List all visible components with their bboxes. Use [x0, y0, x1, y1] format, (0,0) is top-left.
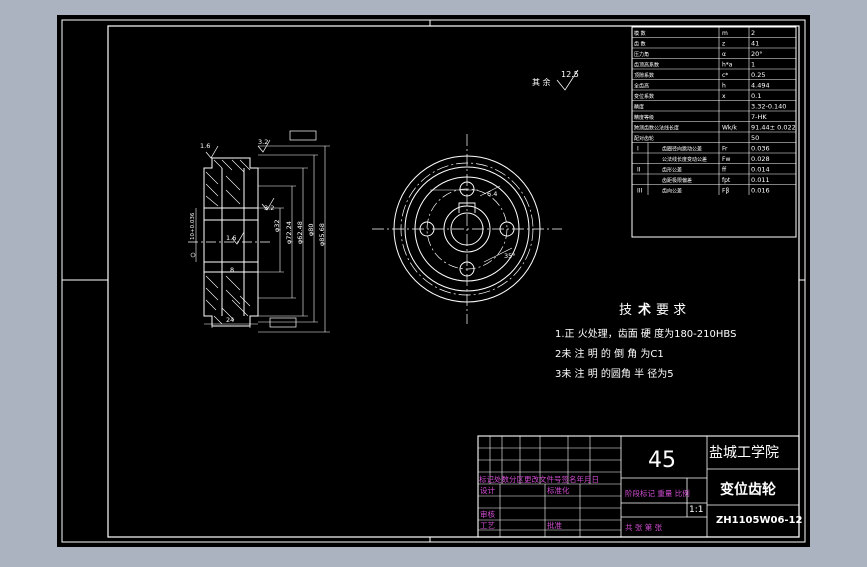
param-symbol: m [722, 30, 728, 37]
drawing-number: ZH1105W06-12 [716, 515, 803, 526]
tech-req-title-b: 术 [637, 302, 651, 318]
param-value: 2 [751, 29, 755, 37]
dim-ra-bore: 1.6 [226, 234, 236, 242]
dim-chamfer-left: 1.6 [200, 142, 210, 150]
group-param-value: 0.016 [751, 187, 770, 195]
dim-width: 24 [226, 316, 234, 324]
param-symbol: Wk/k [722, 125, 737, 132]
title-review: 审核 [480, 509, 495, 519]
dim-d5: φ85.68 [318, 223, 326, 246]
title-header-row: 标记处数分区更改文件号签名年月日 [479, 474, 599, 484]
param-name: 变位系数 [634, 93, 654, 100]
material-label: 45 [648, 448, 676, 473]
parameter-table: 模 数 m 2 齿 数 z 41 压力角 α 20° 齿顶高系数 h*a 1 顶隙系数 c* 0.25 全齿高… [631, 26, 797, 238]
dim-keyway: 8 [230, 266, 234, 274]
title-block [477, 435, 800, 538]
inner-frame [107, 25, 800, 538]
title-stage: 阶段标记 重量 比例 [625, 488, 690, 498]
param-name: 齿 数 [634, 41, 646, 48]
param-symbol: h*a [722, 62, 733, 69]
group-label: III [637, 188, 643, 195]
title-designer: 设计 [480, 485, 495, 495]
front-view[interactable] [372, 134, 562, 324]
section-view[interactable] [188, 130, 330, 333]
title-sheets: 共 张 第 张 [625, 522, 663, 532]
param-symbol: c* [722, 72, 728, 79]
group-label: II [637, 167, 641, 174]
centering-marks [62, 20, 805, 542]
param-name: 精度 [634, 104, 644, 111]
param-value: 20° [751, 50, 763, 58]
group-param-name: 齿距极限偏差 [662, 177, 692, 184]
group-param-value: 0.036 [751, 145, 770, 153]
dim-angle: 35° [504, 252, 516, 260]
param-value: 0.25 [751, 71, 765, 79]
dim-d3: φ62.48 [296, 221, 304, 244]
param-name: 跨测齿数公法线长度 [634, 125, 679, 132]
param-name: 精度等级 [634, 114, 654, 121]
param-name: 配对齿轮 [634, 135, 654, 142]
dim-d2: φ72.24 [285, 221, 293, 244]
section-view-dimensions: 1.6 3.2 24 1.6 3.2 8 φ32 φ72.24 φ62.48 φ… [190, 138, 326, 324]
param-name: 压力角 [634, 51, 649, 58]
group-param-symbol: ff [722, 167, 727, 174]
param-name: 模 数 [634, 30, 646, 37]
param-value: 3.32-0.140 [751, 103, 786, 111]
param-name: 顶隙系数 [634, 72, 654, 79]
group-param-name: 齿向公差 [662, 188, 682, 195]
group-param-symbol: Fw [722, 156, 730, 163]
dim-d4: φ80 [307, 223, 315, 236]
group-param-value: 0.011 [751, 176, 770, 184]
group-param-symbol: fpt [722, 177, 731, 184]
dim-left: 10+0.036 [190, 212, 196, 240]
dim-hole: 6.4 [487, 190, 497, 198]
param-symbol: α [722, 51, 726, 58]
dim-ra-hub: 3.2 [264, 204, 274, 212]
tech-req-title-a: 技 [619, 303, 632, 318]
tech-req-title-c: 要 求 [656, 303, 686, 318]
param-value: 7-HK [751, 113, 767, 121]
param-value: 41 [751, 40, 759, 48]
param-value: 1 [751, 61, 755, 69]
group-param-name: 公法线长度变动公差 [662, 156, 707, 163]
school-name: 盐城工学院 [709, 445, 779, 461]
group-param-symbol: Fβ [722, 188, 729, 195]
roughness-value: 12.5 [561, 70, 579, 79]
part-name: 变位齿轮 [720, 481, 776, 498]
param-value: 4.494 [751, 82, 770, 90]
tech-req-item-3: 3未 注 明 的圆角 半 径为5 [555, 367, 674, 380]
param-name: 全齿高 [634, 83, 649, 90]
dim-chamfer-top: 3.2 [258, 138, 268, 146]
group-param-name: 齿圈径向跳动公差 [662, 146, 702, 153]
group-param-name: 齿形公差 [662, 167, 682, 174]
title-process: 工艺 [480, 521, 495, 530]
param-symbol: h [722, 83, 726, 90]
group-param-value: 0.028 [751, 155, 770, 163]
tech-req-item-2: 2未 注 明 的 倒 角 为C1 [555, 347, 664, 360]
technical-requirements: 技 术 要 求 1.正 火处理，齿面 硬 度为180-210HBS 2未 注 明… [555, 302, 736, 380]
title-block-text: 45 盐城工学院 变位齿轮 ZH1105W06-12 1:1 标记处数分区更改文… [479, 445, 803, 532]
param-value: 50 [751, 134, 759, 142]
group-label: I [637, 146, 639, 153]
group-param-value: 0.014 [751, 166, 770, 174]
title-approve: 批准 [547, 520, 562, 530]
dim-d1: φ32 [273, 219, 281, 232]
outer-frame [61, 19, 806, 543]
param-symbol: z [722, 41, 725, 48]
tech-req-item-1: 1.正 火处理，齿面 硬 度为180-210HBS [555, 327, 736, 340]
group-param-symbol: Fr [722, 146, 728, 153]
param-name: 齿顶高系数 [634, 62, 659, 69]
front-view-dimensions: 6.4 35° [487, 190, 516, 260]
surface-roughness-note: 其 余 12.5 [532, 69, 579, 91]
param-symbol: x [722, 93, 726, 100]
title-standard: 标准化 [547, 485, 570, 495]
roughness-label: 其 余 [532, 77, 551, 87]
param-value: 0.1 [751, 92, 761, 100]
param-value: 91.44± 0.022 [751, 124, 796, 132]
scale-value: 1:1 [689, 505, 703, 515]
